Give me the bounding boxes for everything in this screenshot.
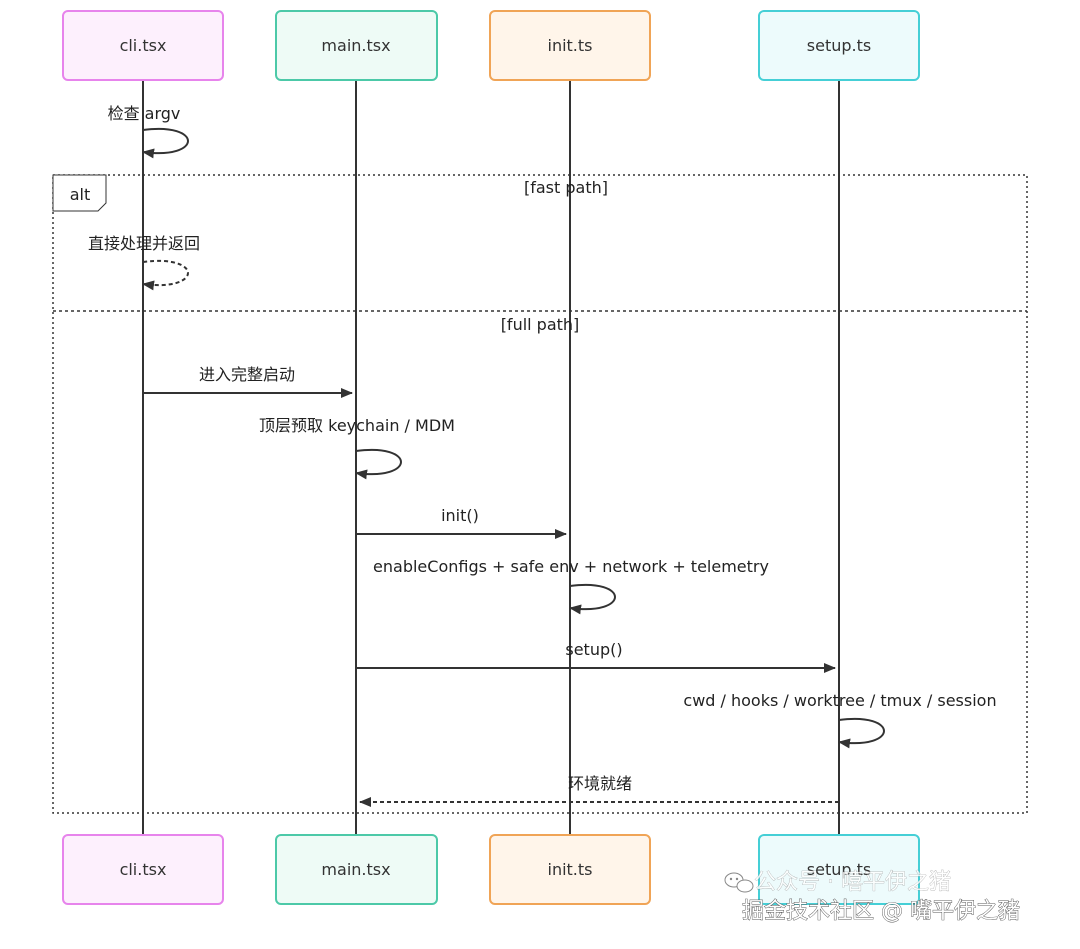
message-direct-return: 直接处理并返回 (88, 234, 200, 291)
actor-main-top: main.tsx (275, 10, 438, 81)
alt-tag-box (52, 174, 107, 212)
actor-label: setup.ts (807, 860, 871, 879)
message-init-call: init() (356, 506, 567, 539)
message-self-loop (838, 717, 885, 749)
actor-label: init.ts (548, 860, 593, 879)
alt-condition-full: [full path] (501, 315, 580, 334)
message-label: 直接处理并返回 (88, 234, 200, 253)
message-enter-full-start: 进入完整启动 (143, 365, 353, 398)
message-init-work: enableConfigs + safe env + network + tel… (373, 557, 769, 615)
alt-frame: alt [fast path] [full path] (52, 174, 1028, 814)
actor-box (62, 834, 224, 905)
actor-main-bottom: main.tsx (275, 834, 438, 905)
actor-init-top: init.ts (489, 10, 651, 81)
watermark: 公众号 · 嘻平伊之猪 掘金技术社区 @ 嘴平伊之豬 (724, 870, 1020, 924)
message-self-loop (142, 127, 189, 159)
actor-box (62, 10, 224, 81)
actor-box (489, 834, 651, 905)
message-setup-call: setup() (356, 640, 836, 673)
actors-top: cli.tsx main.tsx init.ts setup.ts (62, 10, 920, 81)
watermark-line2: 掘金技术社区 @ 嘴平伊之豬 (742, 899, 1020, 924)
messages: 检查 argv 直接处理并返回 进入完整启动 顶层预取 keychain / M… (88, 104, 997, 807)
message-label: 进入完整启动 (199, 365, 295, 384)
actor-label: setup.ts (807, 36, 871, 55)
message-env-ready: 环境就绪 (359, 774, 839, 807)
message-label: 检查 argv (108, 104, 181, 123)
actor-label: main.tsx (321, 860, 390, 879)
actor-box (275, 10, 438, 81)
actor-box (275, 834, 438, 905)
actor-box (758, 834, 920, 905)
message-self-loop (142, 259, 189, 291)
actor-setup-bottom: setup.ts (758, 834, 920, 905)
message-label: 环境就绪 (568, 774, 632, 793)
watermark-line1: 公众号 · 嘻平伊之猪 (754, 870, 951, 895)
message-self-loop (355, 448, 402, 480)
message-self-loop (569, 583, 616, 615)
actor-label: init.ts (548, 36, 593, 55)
actor-box (489, 10, 651, 81)
actor-label: cli.tsx (120, 860, 167, 879)
message-label: 顶层预取 keychain / MDM (259, 416, 455, 435)
message-check-argv: 检查 argv (108, 104, 189, 159)
message-prefetch: 顶层预取 keychain / MDM (259, 416, 455, 480)
message-label: init() (441, 506, 479, 525)
actors-bottom: cli.tsx main.tsx init.ts setup.ts (62, 834, 920, 905)
message-label: setup() (565, 640, 622, 659)
actor-box (758, 10, 920, 81)
actor-label: cli.tsx (120, 36, 167, 55)
message-setup-work: cwd / hooks / worktree / tmux / session (683, 691, 997, 749)
alt-condition-fast: [fast path] (524, 178, 608, 197)
message-label: enableConfigs + safe env + network + tel… (373, 557, 769, 576)
actor-cli-top: cli.tsx (62, 10, 224, 81)
message-label: cwd / hooks / worktree / tmux / session (683, 691, 996, 710)
actor-cli-bottom: cli.tsx (62, 834, 224, 905)
lifelines (142, 80, 840, 835)
wechat-icon (724, 872, 754, 893)
actor-setup-top: setup.ts (758, 10, 920, 81)
actor-init-bottom: init.ts (489, 834, 651, 905)
alt-frame-border (52, 174, 1028, 814)
alt-tag: alt (70, 185, 91, 204)
actor-label: main.tsx (321, 36, 390, 55)
